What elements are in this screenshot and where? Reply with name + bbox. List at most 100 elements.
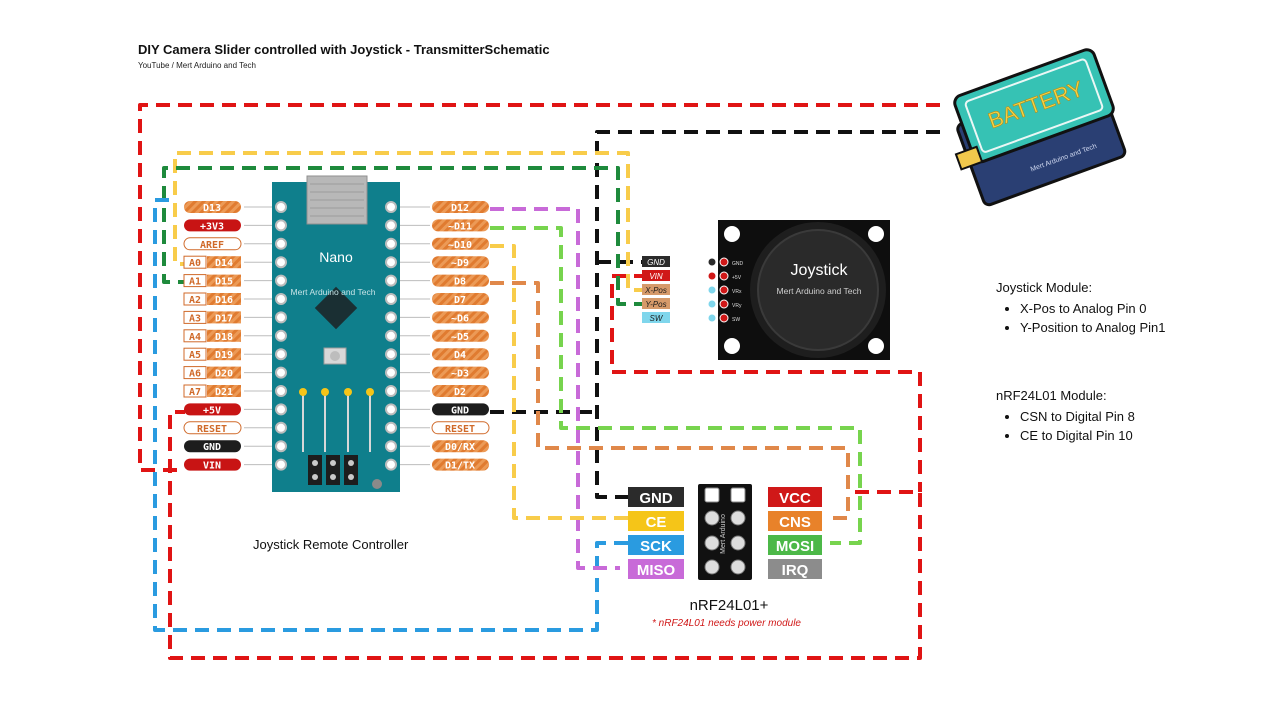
nano-pin-label: VIN xyxy=(203,461,221,472)
nano-pin-tag xyxy=(432,385,489,397)
nano-caption: Joystick Remote Controller xyxy=(253,537,409,552)
joystick-pin-tag xyxy=(642,312,670,323)
nano-pin-alt-tag xyxy=(183,347,207,361)
chip-icon xyxy=(314,286,358,330)
nano-pin-hole xyxy=(275,256,287,269)
joystick-label: Joystick xyxy=(791,262,849,279)
nano-pin-label: AREF xyxy=(200,240,224,251)
nano-pin-tag xyxy=(432,219,489,232)
joystick-pin-label: SW xyxy=(650,314,664,323)
joystick-pin-hole xyxy=(719,285,729,295)
nano-pin-label: ~D11 xyxy=(448,221,472,232)
nano-pin-hole xyxy=(385,458,397,471)
nrf-pin-label: GND xyxy=(639,490,673,507)
header-pins-icon xyxy=(308,455,358,485)
nano-pin-label: D13 xyxy=(203,203,221,214)
nano-pin-alt-label: A6 xyxy=(189,369,201,380)
nano-pin-hole xyxy=(275,421,287,434)
nrf-notes-title: nRF24L01 Module: xyxy=(996,388,1107,403)
wire-red-joystick-vin xyxy=(610,274,922,492)
joystick-pin-tag xyxy=(642,284,670,295)
joystick-pin-tag xyxy=(642,270,670,281)
nano-pin-tag xyxy=(431,421,490,435)
nano-pin-label: D16 xyxy=(215,295,233,306)
nano-pin-alt-tag xyxy=(183,366,207,380)
nano-pin-label: ~D6 xyxy=(451,313,469,324)
nrf-title: nRF24L01+ xyxy=(690,597,769,614)
nrf-pin-tag xyxy=(628,511,684,531)
nano-pin-hole xyxy=(275,219,287,232)
nano-pin-tag xyxy=(432,274,489,287)
nano-pin-label: D19 xyxy=(215,350,233,361)
nano-label: Nano xyxy=(319,249,353,265)
nano-pin-alt-label: A1 xyxy=(189,277,201,288)
nano-pin-tag xyxy=(432,237,489,250)
wire-purple-miso xyxy=(490,207,620,570)
nano-pin-hole xyxy=(385,237,397,250)
nano-pin-hole xyxy=(385,274,397,287)
nano-pin-tag xyxy=(432,256,489,269)
nano-pin-tag xyxy=(432,329,489,342)
nano-pin-tag xyxy=(184,403,241,416)
nano-pin-label: D1/TX xyxy=(445,461,475,472)
nano-pin-hole xyxy=(385,348,397,361)
nano-pin-tag xyxy=(207,293,241,305)
nano-pin-hole xyxy=(275,311,287,324)
joystick-pin-hole xyxy=(707,257,717,267)
nano-pin-hole xyxy=(385,366,397,379)
nano-pin-alt-tag xyxy=(183,274,207,288)
nrf-pin-tag xyxy=(768,487,822,507)
nano-pin-hole xyxy=(275,403,287,416)
nrf-pin-label: IRQ xyxy=(782,562,809,579)
nano-pin-tag xyxy=(207,311,241,324)
nano-pin-hole xyxy=(385,311,397,324)
nano-pin-label: D15 xyxy=(215,277,233,288)
joystick-pin-label: Y-Pos xyxy=(645,300,666,309)
nano-pin-tag xyxy=(207,348,241,361)
nrf-pin-tag xyxy=(628,487,684,507)
joystick-watermark: Mert Arduino and Tech xyxy=(777,286,862,296)
joystick-pin-label: VIN xyxy=(649,272,663,281)
diagram-subtitle: YouTube / Mert Arduino and Tech xyxy=(138,61,257,70)
nano-pin-alt-tag xyxy=(183,384,207,398)
nrf-pin-tag xyxy=(768,535,822,555)
nano-pin-tag xyxy=(432,458,489,471)
joystick-pin-tag xyxy=(642,298,670,309)
nano-pin-label: GND xyxy=(451,405,469,416)
nano-board xyxy=(272,182,400,492)
joystick-pin-hole xyxy=(719,299,729,309)
joystick-pcb-label: SW xyxy=(732,317,740,323)
nano-pin-tag xyxy=(432,440,489,453)
nano-pin-hole xyxy=(275,274,287,287)
nrf-notes: nRF24L01 Module: CSN to Digital Pin 8 CE… xyxy=(996,388,1135,447)
nano-pin-label: D12 xyxy=(451,203,469,214)
nano-pin-label: D0/RX xyxy=(445,442,475,453)
nano-pin-hole xyxy=(385,201,397,213)
nano-pin-tag xyxy=(432,293,489,305)
nano-pin-label: D4 xyxy=(454,350,466,361)
nano-pin-hole xyxy=(275,366,287,379)
nano-pin-tag xyxy=(207,256,241,269)
nano-pin-alt-tag xyxy=(183,255,207,269)
nrf-pin-tag xyxy=(628,559,684,579)
nano-pin-tag xyxy=(184,219,241,232)
nano-pin-alt-label: A7 xyxy=(189,387,201,398)
joystick-pin-hole xyxy=(707,299,717,309)
nrf-pin-tag xyxy=(768,559,822,579)
nano-pin-label: +3V3 xyxy=(200,221,224,232)
nano-pin-tag xyxy=(432,311,489,324)
nano-pin-alt-tag xyxy=(183,329,207,343)
arduino-nano: Nano Mert Arduino and Tech D13+3V3AREFA0… xyxy=(183,175,490,492)
wire-red-battery-vin xyxy=(138,103,940,472)
nano-pin-alt-label: A2 xyxy=(189,295,201,306)
nano-pin-hole xyxy=(275,237,287,250)
nrf-pin-label: VCC xyxy=(779,490,811,507)
wire-red-vcc-loop xyxy=(168,410,922,660)
nano-pin-hole xyxy=(275,385,287,397)
joystick-pcb-label: VRx xyxy=(732,289,742,295)
nano-pin-label: ~D9 xyxy=(451,258,469,269)
joystick-pin-label: X-Pos xyxy=(644,286,667,295)
nano-pin-hole xyxy=(275,329,287,342)
